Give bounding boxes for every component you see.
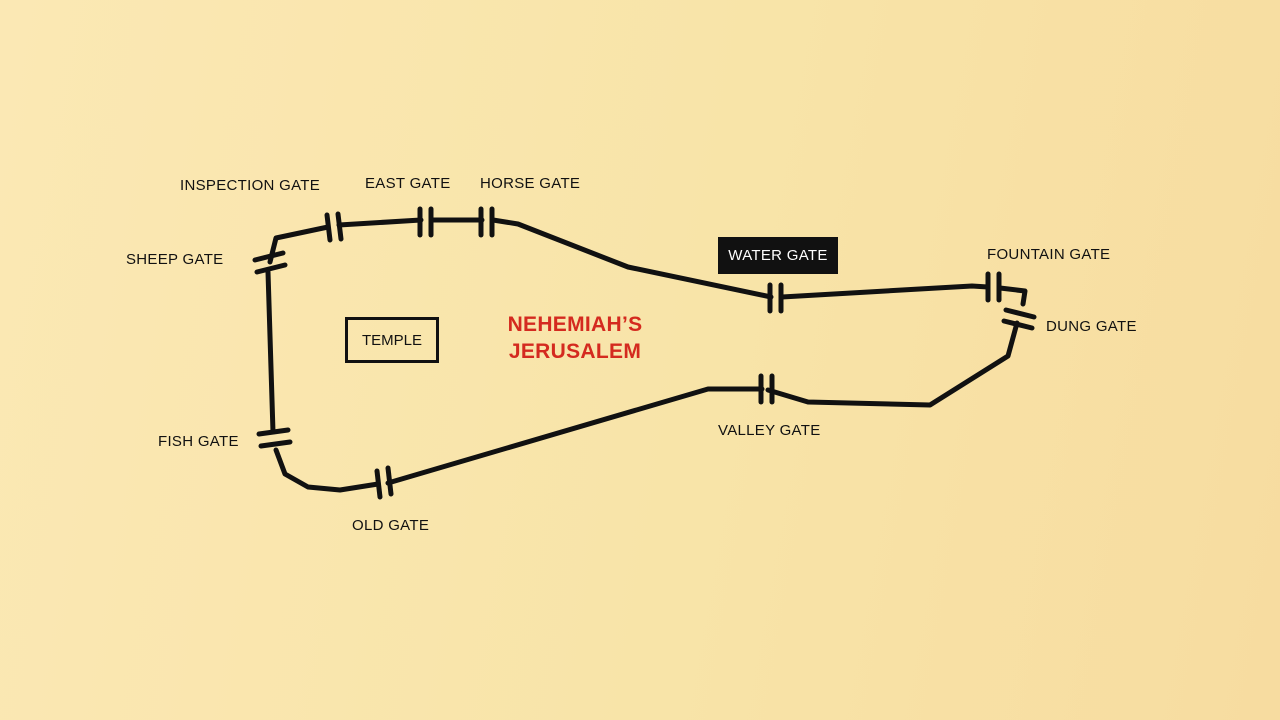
wall-north [267,217,774,300]
wall-south-west [273,447,381,493]
title-line-2: JERUSALEM [508,340,642,363]
label-fountain-gate: FOUNTAIN GATE [987,246,1111,263]
gate-marker-valley [758,373,775,405]
temple-box: TEMPLE [345,317,439,363]
label-east-gate: EAST GATE [365,175,451,192]
gate-marker-water [767,282,784,314]
label-dung-gate: DUNG GATE [1046,318,1137,335]
wall-south [385,386,765,486]
label-inspection-gate: INSPECTION GATE [180,177,321,194]
label-fish-gate: FISH GATE [158,433,239,450]
gate-marker-east [417,206,434,238]
label-horse-gate: HORSE GATE [480,175,581,192]
label-valley-gate: VALLEY GATE [718,422,821,439]
title-line-1: NEHEMIAH’S [507,313,643,336]
water-gate-highlight: WATER GATE [718,237,838,274]
gate-marker-inspection [324,211,344,243]
gate-marker-sheep [252,250,288,275]
map-title: NEHEMIAH’S JERUSALEM [480,311,670,365]
temple-label: TEMPLE [361,331,422,349]
wall-east-corner [997,285,1028,307]
label-old-gate: OLD GATE [352,517,430,534]
gate-marker-dung [1001,307,1037,331]
wall-east [765,320,1020,408]
gate-marker-horse [478,206,495,238]
gate-marker-fish [256,427,293,449]
label-sheep-gate: SHEEP GATE [126,251,224,268]
wall-west [265,269,276,435]
wall-north-east [779,283,991,300]
gate-marker-fountain [985,271,1002,303]
label-water-gate: WATER GATE [728,247,828,264]
gate-marker-old [374,465,394,500]
